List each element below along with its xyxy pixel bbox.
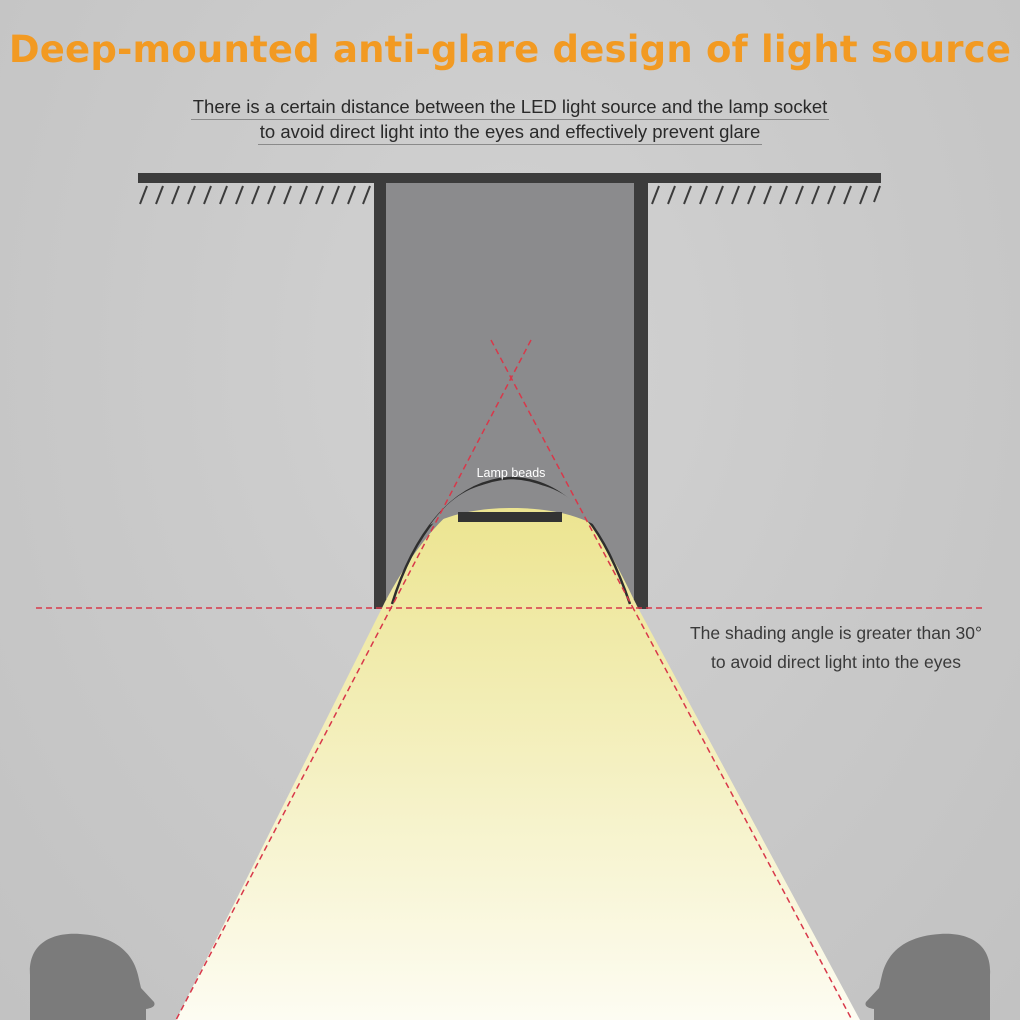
light-beam	[176, 500, 860, 1020]
left-cutoff-line	[391, 339, 532, 607]
lamp-beads-bar	[458, 512, 562, 522]
lamp-housing	[374, 183, 648, 609]
ceiling-hatching	[139, 185, 881, 205]
right-cutoff-line	[490, 339, 633, 607]
shading-angle-note-line-1: The shading angle is greater than 30°	[689, 623, 983, 643]
subtitle-line-1: There is a certain distance between the …	[0, 96, 1020, 120]
reflector-dome	[390, 476, 632, 605]
left-head-silhouette	[29, 933, 155, 1020]
ceiling	[138, 173, 881, 205]
subtitle-line-2: to avoid direct light into the eyes and …	[0, 121, 1020, 145]
dome-shadow	[430, 481, 595, 525]
right-head-silhouette	[865, 933, 991, 1020]
page-title: Deep-mounted anti-glare design of light …	[8, 28, 1012, 71]
shading-angle-note-line-2: to avoid direct light into the eyes	[710, 652, 961, 672]
guide-lines	[36, 339, 986, 1020]
lamp-beads-label: Lamp beads	[477, 466, 546, 480]
right-shading-line	[631, 605, 853, 1020]
left-shading-line	[175, 605, 393, 1020]
